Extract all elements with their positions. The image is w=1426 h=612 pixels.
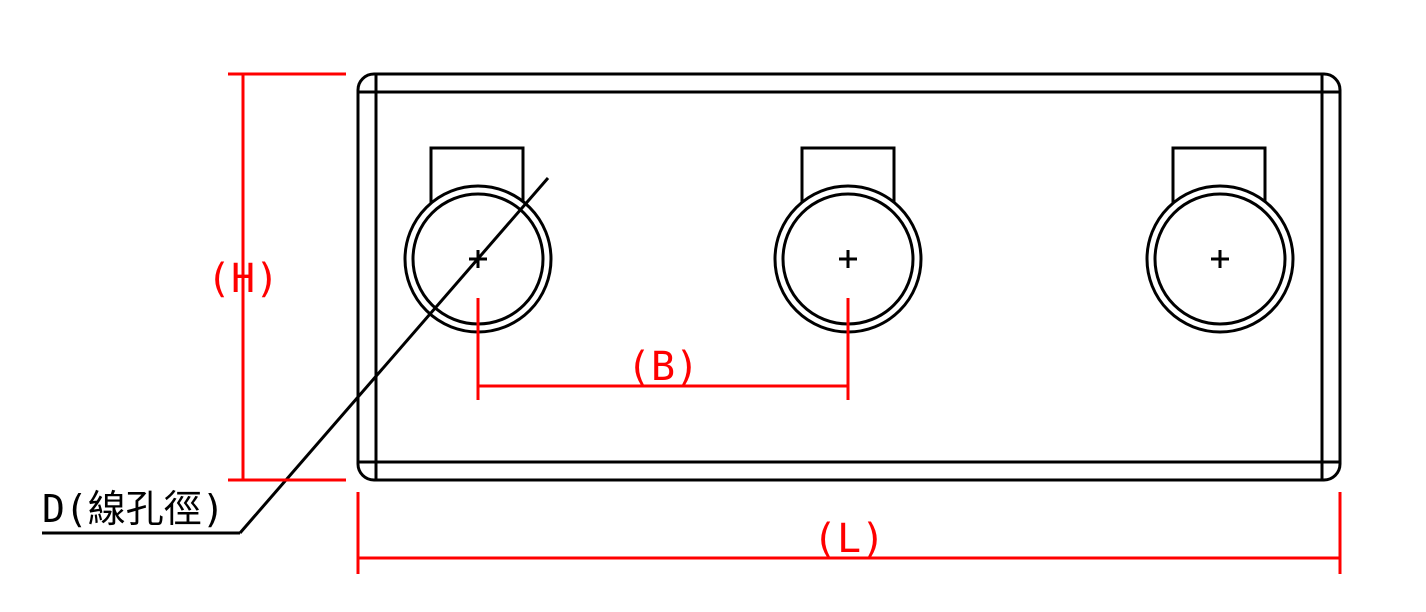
diameter-leader-diagonal <box>238 177 550 534</box>
length-dimension <box>356 492 1342 574</box>
pitch-dimension <box>476 298 850 400</box>
hole-3 <box>1145 146 1295 334</box>
plate-body <box>356 72 1342 482</box>
diameter-leader <box>42 177 550 535</box>
hole-3-inner-circle <box>1153 192 1287 326</box>
diameter-label: D(線孔徑) <box>42 487 225 531</box>
pitch-label: (B) <box>627 344 699 390</box>
height-label: (H) <box>207 256 279 302</box>
length-label: (L) <box>813 516 885 562</box>
plate-outer-outline <box>356 72 1342 482</box>
height-dimension <box>228 72 346 482</box>
